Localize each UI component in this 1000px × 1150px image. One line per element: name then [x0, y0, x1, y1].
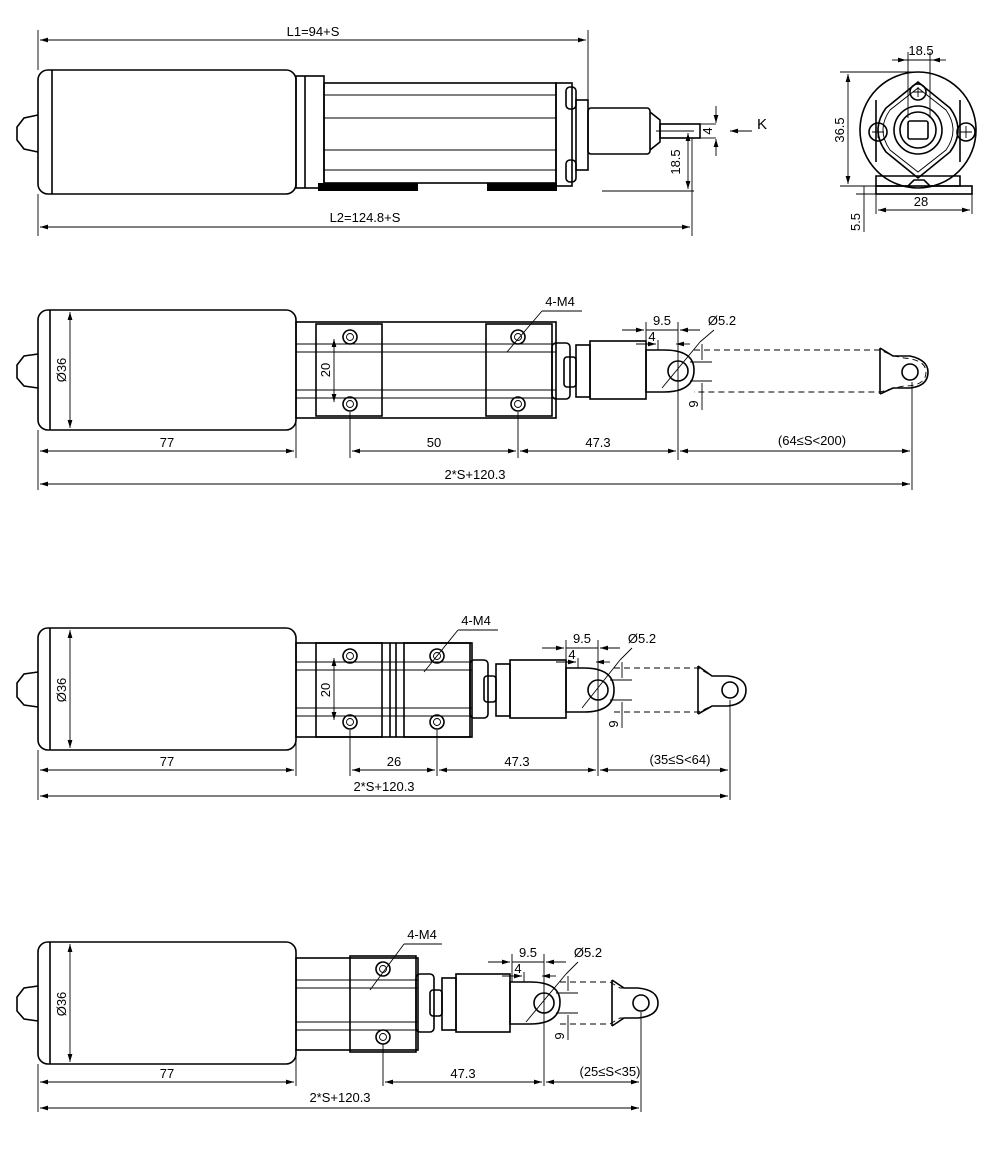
dim-eye-hole: Ø5.2: [628, 631, 656, 646]
mount-block: [403, 642, 471, 738]
dim-eye-height: 9: [686, 400, 701, 407]
dim-stroke-range: (64≤S<200): [778, 433, 846, 448]
dim-dia: Ø36: [54, 358, 69, 383]
dim-motor-length: 77: [160, 754, 174, 769]
end-cap: [16, 114, 39, 153]
mount-block: [315, 642, 383, 738]
dim-rod-length: 47.3: [504, 754, 529, 769]
dim-l2: L2=124.8+S: [330, 210, 401, 225]
dim-eye-height: 9: [552, 1032, 567, 1039]
dim-eye-offset: 4: [514, 961, 521, 976]
dim-base-width: 28: [914, 194, 928, 209]
dim-eye-offset: 4: [568, 647, 575, 662]
dim-eye-width: 9.5: [653, 313, 671, 328]
motor-body: [37, 627, 297, 751]
rod-eye: [565, 667, 615, 713]
dim-eye-height: 9: [606, 720, 621, 727]
dim-stroke-range: (35≤S<64): [650, 752, 711, 767]
dim-rod-length: 47.3: [450, 1066, 475, 1081]
dim-mount-length: 50: [427, 435, 441, 450]
gear-housing: [323, 82, 557, 184]
motor-body: [37, 69, 297, 195]
dim-rod: 4: [700, 127, 715, 134]
dim-motor-length: 77: [160, 435, 174, 450]
dim-hole-spacing: 20: [318, 683, 333, 697]
dim-end-width: 18.5: [908, 43, 933, 58]
diamond-flange: [877, 80, 959, 180]
dim-l1: L1=94+S: [287, 24, 340, 39]
rod-eye: [645, 349, 695, 393]
rod-cylinder: [587, 107, 651, 155]
dim-height: 18.5: [668, 149, 683, 174]
view-short: 4-M4 Ø36 9.5 4 Ø5.2 9 77 47.3 (25≤S<35) …: [16, 927, 659, 1112]
mount-block: [349, 955, 417, 1053]
dim-motor-length: 77: [160, 1066, 174, 1081]
label-thread: 4-M4: [545, 294, 575, 309]
motor-body: [37, 309, 297, 431]
view-top: L1=94+S L2=124.8+S 4 18.5 K: [16, 24, 767, 236]
dim-eye-width: 9.5: [519, 945, 537, 960]
dim-eye-hole: Ø5.2: [708, 313, 736, 328]
view-mid: 4-M4 Ø36 20 9.5 4 Ø5.2 9 77 26 47.3: [16, 613, 747, 800]
motor-body: [37, 941, 297, 1065]
dim-hole-spacing: 20: [318, 363, 333, 377]
dim-mount-length: 26: [387, 754, 401, 769]
dim-eye-width: 9.5: [573, 631, 591, 646]
dim-total: 2*S+120.3: [444, 467, 505, 482]
dim-dia: Ø36: [54, 678, 69, 703]
mount-block: [315, 323, 383, 417]
label-thread: 4-M4: [461, 613, 491, 628]
dim-rod-length: 47.3: [585, 435, 610, 450]
dim-total: 2*S+120.3: [353, 779, 414, 794]
rod-eye: [509, 981, 561, 1025]
dim-dia: Ø36: [54, 992, 69, 1017]
dim-end-height: 36.5: [832, 117, 847, 142]
view-end: 18.5 36.5 28 5.5: [832, 43, 977, 232]
dim-eye-hole: Ø5.2: [574, 945, 602, 960]
dim-total: 2*S+120.3: [309, 1090, 370, 1105]
dim-base-height: 5.5: [848, 213, 863, 231]
dim-stroke-range: (25≤S<35): [580, 1064, 641, 1079]
view-arrow-label: K: [757, 116, 767, 133]
label-thread: 4-M4: [407, 927, 437, 942]
view-long: 4-M4 Ø36 20 9.5 4 Ø5.2 9 77 50: [16, 294, 929, 490]
dim-eye-offset: 4: [648, 329, 655, 344]
